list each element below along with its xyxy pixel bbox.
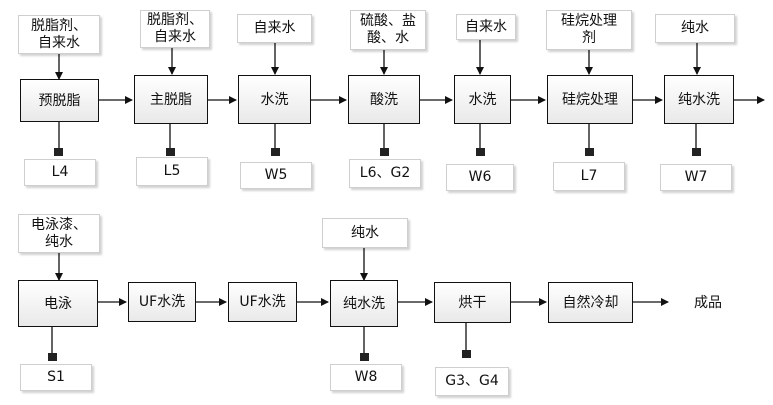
- output-label-l4: L4: [24, 159, 96, 186]
- input-label-pre-degrease: 脱脂剂、 自来水: [18, 15, 100, 54]
- step-pure-wash-2: 纯水洗: [330, 280, 398, 327]
- product-label: 成品: [694, 295, 722, 311]
- output-label-l5: L5: [136, 157, 208, 186]
- step-pickling: 酸洗: [348, 75, 420, 124]
- input-label-wash-1: 自来水: [237, 14, 312, 43]
- output-label-s1: S1: [20, 364, 92, 391]
- step-electrophoresis: 电泳: [18, 280, 98, 327]
- step-uf-wash-1: UF水洗: [128, 282, 196, 322]
- step-main-degrease: 主脱脂: [134, 75, 208, 124]
- output-label-w6: W6: [446, 164, 514, 191]
- step-drying: 烘干: [434, 282, 511, 323]
- output-label-w5: W5: [240, 162, 312, 189]
- input-label-electrophoresis: 电泳漆、 纯水: [18, 214, 100, 253]
- input-label-silane: 硅烷处理 剂: [546, 10, 632, 50]
- output-label-w8: W8: [330, 364, 402, 391]
- step-pure-wash-1: 纯水洗: [664, 75, 734, 124]
- step-natural-cooling: 自然冷却: [548, 282, 633, 323]
- output-label-g3-g4: G3、G4: [435, 367, 509, 396]
- input-label-pure-wash-2: 纯水: [322, 218, 408, 248]
- output-label-l7: L7: [553, 162, 625, 191]
- input-label-pickling: 硫酸、盐 酸、水: [350, 10, 426, 50]
- step-wash-1: 水洗: [238, 75, 311, 124]
- step-silane: 硅烷处理: [547, 75, 633, 124]
- step-pre-degrease: 预脱脂: [20, 79, 99, 122]
- input-label-pure-wash-1: 纯水: [655, 14, 735, 43]
- input-label-wash-2: 自来水: [456, 14, 516, 40]
- step-uf-wash-2: UF水洗: [228, 282, 297, 322]
- output-label-w7: W7: [660, 164, 732, 191]
- input-label-main-degrease: 脱脂剂、 自来水: [140, 10, 210, 48]
- step-wash-2: 水洗: [454, 75, 511, 124]
- output-label-l6-g2: L6、G2: [349, 159, 421, 188]
